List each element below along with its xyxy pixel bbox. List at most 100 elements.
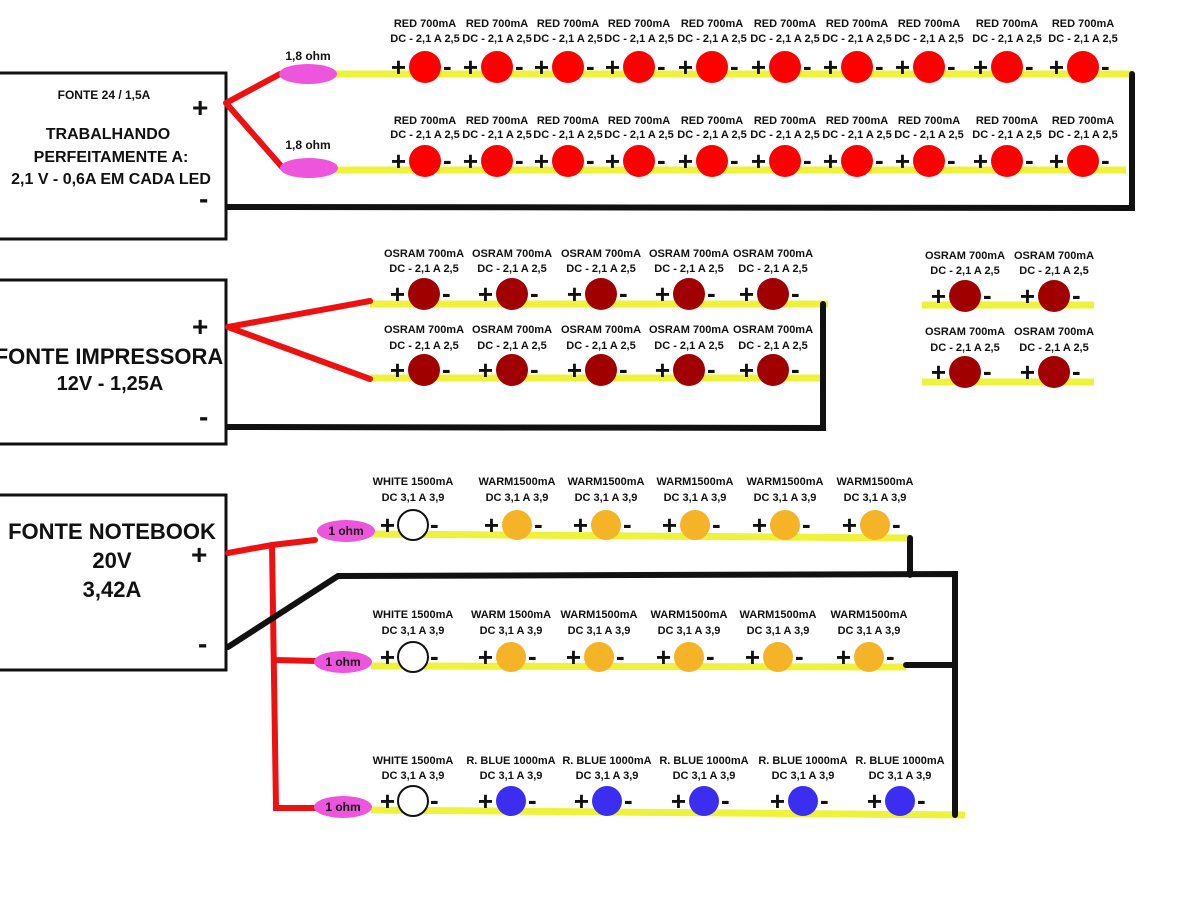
led-body-osram xyxy=(949,356,981,388)
led-cathode-sign: - xyxy=(706,641,715,671)
power-supply-printer-box xyxy=(0,278,228,446)
led-spec-label: DC 3,1 A 3,9 xyxy=(754,492,817,504)
led-body-osram xyxy=(408,354,440,386)
led-spec-label: DC - 2,1 A 2,5 xyxy=(654,263,724,275)
led-name-label: R. BLUE 1000mA xyxy=(659,755,748,767)
led-cathode-sign: - xyxy=(1101,51,1110,81)
led-name-label: RED 700mA xyxy=(681,18,743,30)
led-spec-label: DC - 2,1 A 2,5 xyxy=(462,33,532,45)
led-body-warm_a xyxy=(591,510,621,540)
resistor-2-body xyxy=(280,158,338,178)
led-body-osram xyxy=(408,278,440,310)
led-anode-sign: + xyxy=(739,355,754,385)
led-name-label: WHITE 1500mA xyxy=(373,755,454,767)
led-spec-label: DC - 2,1 A 2,5 xyxy=(604,33,674,45)
led-cathode-sign: - xyxy=(430,509,439,539)
power-supply-24v-note-3: 2,1 V - 0,6A EM CADA LED xyxy=(11,171,211,188)
resistor-4-label: 1 ohm xyxy=(325,655,360,669)
power-supply-24v-note-1: TRABALHANDO xyxy=(46,126,170,143)
led-cathode-sign: - xyxy=(791,278,800,308)
led-anode-sign: + xyxy=(534,52,549,82)
led-cathode-sign: - xyxy=(1072,356,1081,386)
led-cathode-sign: - xyxy=(947,145,956,175)
led-name-label: WHITE 1500mA xyxy=(373,609,454,621)
led-name-label: OSRAM 700mA xyxy=(384,248,464,260)
led-name-label: WHITE 1500mA xyxy=(373,476,454,488)
resistor-4-body xyxy=(314,651,372,673)
led-spec-label: DC - 2,1 A 2,5 xyxy=(389,263,459,275)
led-name-label: OSRAM 700mA xyxy=(649,324,729,336)
led-spec-label: DC - 2,1 A 2,5 xyxy=(566,340,636,352)
power-supply-printer-name: FONTE IMPRESSORA xyxy=(0,344,223,369)
led-name-label: OSRAM 700mA xyxy=(733,324,813,336)
led-cathode-sign: - xyxy=(530,278,539,308)
resistor-2-label: 1,8 ohm xyxy=(285,138,330,152)
led-cathode-sign: - xyxy=(443,51,452,81)
led-cathode-sign: - xyxy=(515,51,524,81)
led-name-label: RED 700mA xyxy=(976,115,1038,127)
resistor-3: 1 ohm xyxy=(317,520,375,542)
led-body-osram xyxy=(757,354,789,386)
led-body-osram xyxy=(673,278,705,310)
led-body-osram xyxy=(496,278,528,310)
led-name-label: RED 700mA xyxy=(537,18,599,30)
led-name-label: WARM1500mA xyxy=(650,609,727,621)
led-body-red xyxy=(696,51,728,83)
led-body-warm_a xyxy=(584,642,614,672)
led-cathode-sign: - xyxy=(586,51,595,81)
led-spec-label: DC - 2,1 A 2,5 xyxy=(677,33,747,45)
led-anode-sign: + xyxy=(390,279,405,309)
led-anode-sign: + xyxy=(605,52,620,82)
led-body-warm_a xyxy=(680,510,710,540)
led-anode-sign: + xyxy=(567,279,582,309)
led-spec-label: DC 3,1 A 3,9 xyxy=(844,492,907,504)
led-body-red xyxy=(481,51,513,83)
led-strip-notebook-row-3 xyxy=(370,806,966,819)
led-body-osram xyxy=(673,354,705,386)
led-cathode-sign: - xyxy=(886,641,895,671)
led-anode-sign: + xyxy=(752,510,767,540)
led-cathode-sign: - xyxy=(534,509,543,539)
led-cathode-sign: - xyxy=(619,278,628,308)
led-cathode-sign: - xyxy=(616,641,625,671)
led-spec-label: DC - 2,1 A 2,5 xyxy=(390,33,460,45)
led-anode-sign: + xyxy=(895,52,910,82)
positive-wire-notebook xyxy=(225,537,319,811)
led-anode-sign: + xyxy=(751,146,766,176)
power-supply-24v-minus: - xyxy=(199,183,208,214)
led-name-label: R. BLUE 1000mA xyxy=(758,755,847,767)
led-body-red xyxy=(1067,51,1099,83)
negative-return-wire-24v xyxy=(225,71,1135,212)
led-anode-sign: + xyxy=(1049,146,1064,176)
led-spec-label: DC 3,1 A 3,9 xyxy=(772,770,835,782)
led-body-red xyxy=(991,51,1023,83)
led-name-label: RED 700mA xyxy=(826,18,888,30)
led-anode-sign: + xyxy=(391,52,406,82)
led-cathode-sign: - xyxy=(730,51,739,81)
led-spec-label: DC - 2,1 A 2,5 xyxy=(894,33,964,45)
led-anode-sign: + xyxy=(380,510,395,540)
power-supply-notebook-current: 3,42A xyxy=(83,577,142,602)
led-body-blue xyxy=(689,786,719,816)
led-anode-sign: + xyxy=(478,642,493,672)
led-cathode-sign: - xyxy=(917,785,926,815)
led-cathode-sign: - xyxy=(1072,280,1081,310)
led-cathode-sign: - xyxy=(442,354,451,384)
led-cathode-sign: - xyxy=(721,785,730,815)
